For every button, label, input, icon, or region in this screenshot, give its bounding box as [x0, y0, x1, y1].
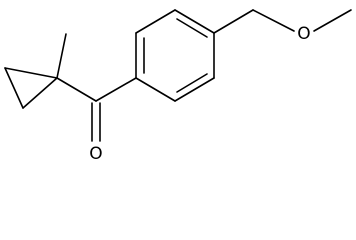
bond-ether-o-to-methyl: [313, 9, 352, 32]
carbonyl-oxygen-label: O: [89, 144, 102, 164]
benzene-ring: [135, 9, 215, 102]
bond-cp-quaternary-top: [4, 67, 58, 79]
bond-carbonyl-to-ring: [95, 77, 137, 102]
bond-methyl: [56, 33, 67, 79]
bond-cp-to-carbonyl: [56, 77, 97, 102]
bond-ch2-to-ether-o: [252, 9, 295, 32]
bond-ring-to-ch2: [213, 9, 254, 34]
cyclopropane-ring: [4, 67, 58, 109]
chemical-structure-diagram: O O: [4, 9, 352, 164]
ring-inner-double-top: [176, 18, 208, 38]
bond-cp-ring-side: [4, 67, 24, 109]
ring-inner-double-bottom: [176, 73, 208, 93]
ring-bond-2: [135, 9, 176, 34]
bond-cp-quaternary-bottom: [22, 77, 58, 109]
carbonyl-double-bond: [91, 102, 101, 142]
ring-bond-6: [135, 77, 176, 102]
ether-oxygen-label: O: [297, 24, 310, 44]
ring-bond-5: [174, 77, 215, 102]
ring-bond-3: [174, 9, 215, 34]
